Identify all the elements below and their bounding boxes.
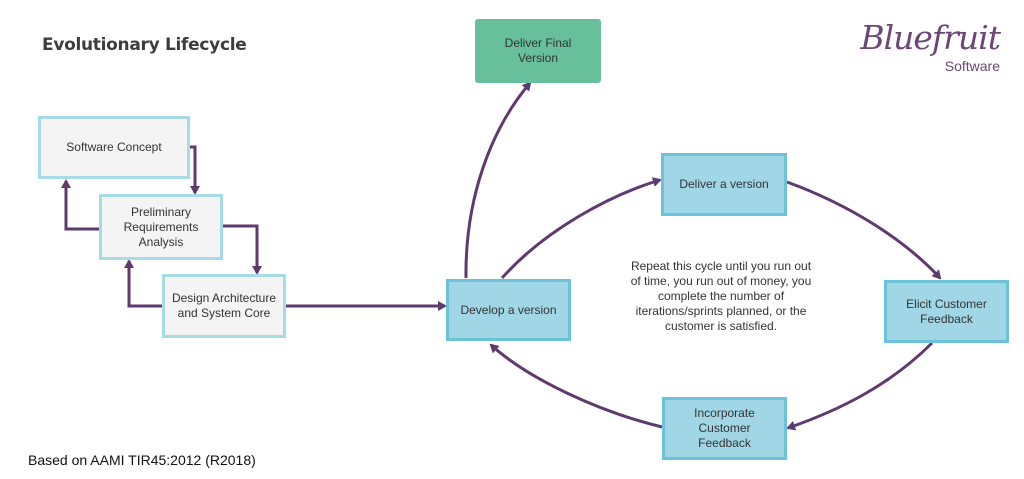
source-footnote: Based on AAMI TIR45:2012 (R2018) [28,452,256,468]
node-preliminary-requirements: Preliminary Requirements Analysis [99,194,223,260]
node-deliver-version: Deliver a version [661,153,787,216]
node-software-concept: Software Concept [38,116,190,179]
arrow-incorporate-to-develop [489,343,663,429]
arrow-develop-to-deliver [500,177,662,280]
arrow-deliver-to-elicit [786,180,942,280]
node-design-architecture: Design Architecture and System Core [162,274,286,338]
node-incorporate-customer-feedback: Incorporate Customer Feedback [662,397,787,460]
arrow-develop-to-final [464,81,532,279]
logo-wordmark: Bluefruit [860,18,1001,57]
node-develop-version: Develop a version [446,279,571,341]
node-deliver-final-version: Deliver Final Version [475,19,601,83]
node-elicit-customer-feedback: Elicit Customer Feedback [884,280,1009,343]
bluefruit-logo: Bluefruit Software [852,18,1002,78]
logo-subtitle: Software [944,58,1000,74]
arrow-requirements-to-concept [61,179,100,231]
cycle-note: Repeat this cycle until you run out of t… [630,259,812,333]
arrow-design-to-requirements [124,259,163,308]
arrow-requirements-to-design [222,224,262,275]
arrow-elicit-to-incorporate [786,341,934,431]
page-title: Evolutionary Lifecycle [42,35,247,55]
arrow-concept-to-requirements [190,145,200,195]
